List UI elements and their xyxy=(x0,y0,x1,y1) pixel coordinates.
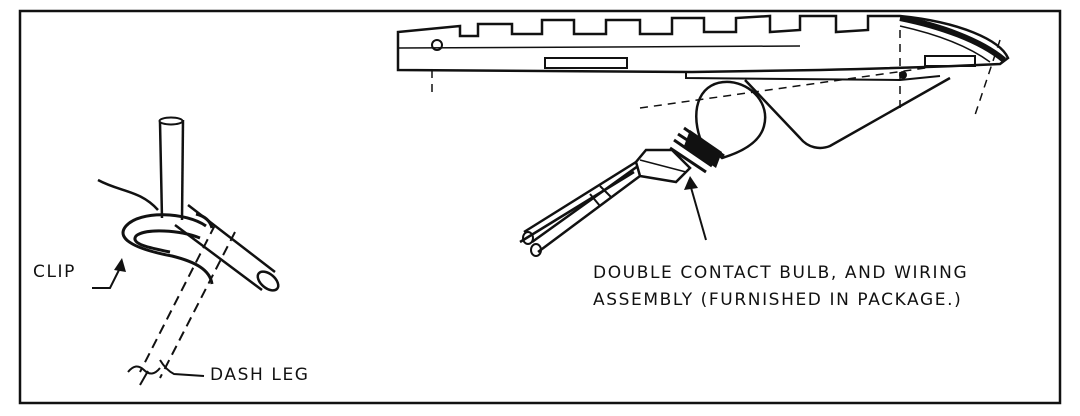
diagram-border xyxy=(18,9,1062,405)
bulb-label-line2: ASSEMBLY (FURNISHED IN PACKAGE.) xyxy=(593,290,963,310)
dash-leg xyxy=(139,224,236,379)
dash-leg-assembly xyxy=(92,116,280,386)
dash-leg-leader xyxy=(159,359,205,377)
wiring xyxy=(519,160,641,257)
bulb-label-line1: DOUBLE CONTACT BULB, AND WIRING xyxy=(593,263,969,283)
dash-leg-label: DASH LEG xyxy=(210,365,310,385)
bulb-leader xyxy=(689,183,707,241)
lamp-assembly xyxy=(396,14,1010,257)
wire xyxy=(97,178,159,211)
bulb-glass xyxy=(695,80,767,160)
lamp-housing xyxy=(396,14,1010,74)
clip xyxy=(121,212,214,285)
clip-leader xyxy=(92,267,121,289)
reflector-bracket xyxy=(744,76,951,150)
clip-label: CLIP xyxy=(33,262,77,282)
vertical-rod xyxy=(158,116,185,221)
